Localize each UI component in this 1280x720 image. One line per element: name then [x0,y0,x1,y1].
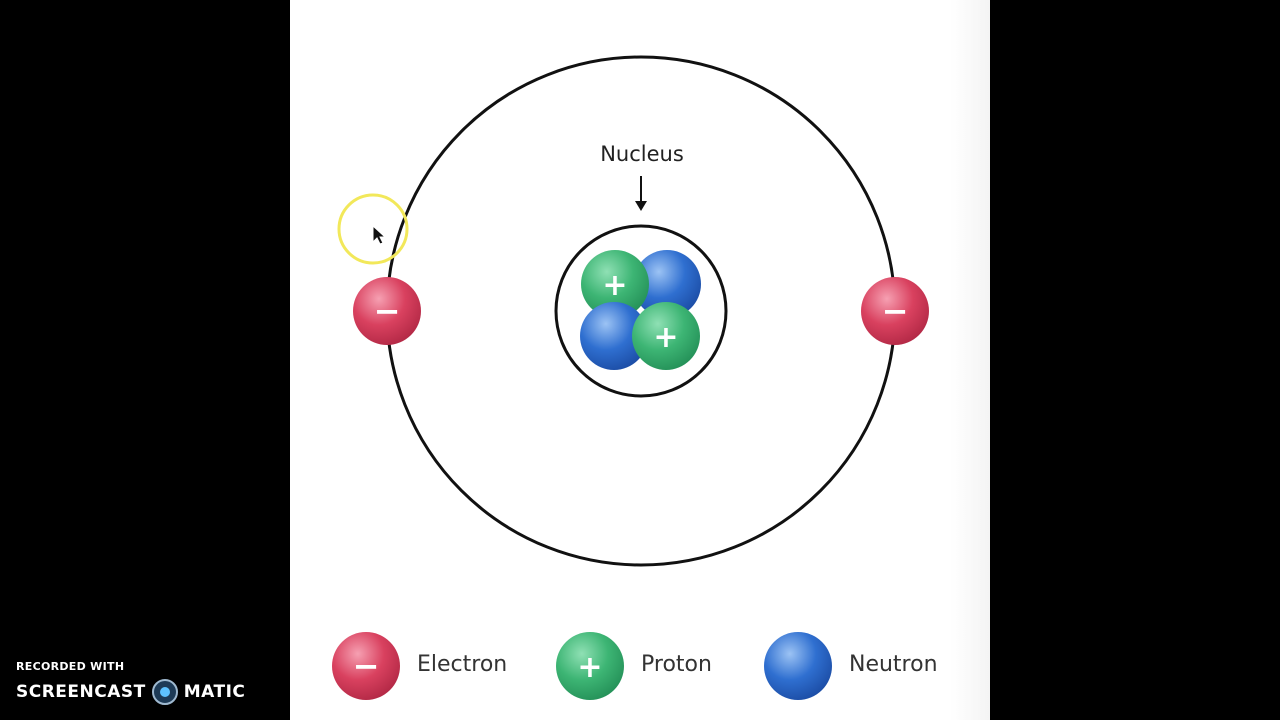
proton-top-left [581,250,649,318]
nucleus-arrow-head [635,201,647,211]
electron-left [353,277,421,345]
legend-proton-sign: + [577,650,602,685]
cursor-highlight-ring [337,193,409,265]
nucleus-label: Nucleus [600,142,684,166]
neutron-bottom-left [580,302,648,370]
electron-minus-sign: − [374,292,401,330]
proton-plus-sign: + [653,320,678,355]
canvas-edge-fade [950,0,990,720]
diagram-canvas [290,0,990,720]
legend-electron-label: Electron [417,652,508,677]
watermark-recorded-with: RECORDED WITH [16,660,125,673]
legend-electron-icon [332,632,400,700]
legend-electron-sign: − [353,647,380,685]
legend-proton-icon [556,632,624,700]
mouse-cursor-icon [372,224,387,245]
watermark-brand-left: SCREENCAST [16,682,146,702]
nucleus-boundary [554,224,728,398]
proton-plus-sign: + [602,268,627,303]
legend-neutron-label: Neutron [849,652,938,677]
proton-bottom-right [632,302,700,370]
neutron-top-right [633,250,701,318]
electron-right [861,277,929,345]
screencast-logo-icon [151,679,178,705]
watermark-brand-right: MATIC [183,682,246,702]
screencast-watermark: RECORDED WITH SCREENCAST MATIC [16,660,245,705]
legend-neutron-icon [764,632,832,700]
electron-minus-sign: − [882,292,909,330]
watermark-brand: SCREENCAST MATIC [16,679,245,705]
legend-proton-label: Proton [641,652,712,677]
